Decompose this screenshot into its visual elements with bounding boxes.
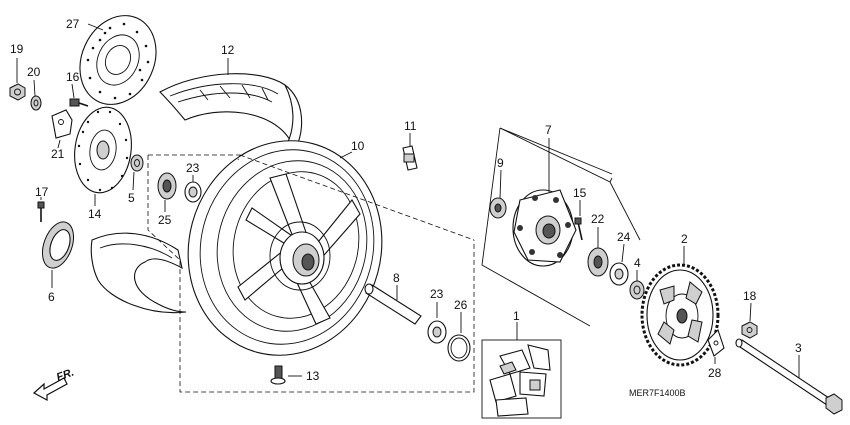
bearing-25 — [157, 172, 177, 200]
nut-18 — [741, 321, 758, 339]
hub-flange-7 — [512, 189, 577, 267]
callout-3: 3 — [795, 341, 802, 355]
tire-12 — [159, 73, 303, 151]
callout-1: 1 — [513, 309, 520, 323]
plate-21 — [51, 109, 73, 139]
callout-19: 19 — [10, 42, 24, 56]
callout-18: 18 — [743, 289, 757, 303]
spacer-4 — [629, 280, 645, 300]
nut-19 — [9, 83, 26, 101]
callout-10: 10 — [351, 139, 365, 153]
cover-6 — [41, 221, 75, 269]
damper-set-1 — [481, 339, 562, 419]
collar-11 — [402, 145, 418, 171]
direction-label: FR. — [55, 366, 76, 383]
callout-28: 28 — [708, 366, 722, 380]
bearing-22 — [587, 247, 609, 277]
plate-28 — [707, 328, 725, 357]
callout-5: 5 — [128, 191, 135, 205]
bearing-24 — [609, 262, 629, 286]
valve-13 — [270, 365, 286, 385]
stud-15 — [574, 217, 583, 241]
callout-23a: 23 — [186, 161, 200, 175]
callout-27: 27 — [66, 17, 80, 31]
callout-22: 22 — [591, 212, 605, 226]
callout-12: 12 — [221, 43, 235, 57]
callout-11: 11 — [404, 119, 417, 133]
brake-disc-14 — [74, 106, 132, 194]
callout-17: 17 — [35, 185, 49, 199]
bearing-23a — [184, 181, 202, 203]
front-direction-arrow: FR. — [32, 366, 76, 402]
callout-8: 8 — [393, 271, 400, 285]
callout-13: 13 — [306, 369, 320, 383]
bolt-17 — [37, 201, 45, 222]
diagram-code: MER7F1400B — [629, 388, 686, 398]
spacer-5 — [130, 154, 144, 172]
callout-14: 14 — [88, 207, 102, 221]
callout-2: 2 — [681, 232, 688, 246]
callout-20: 20 — [27, 65, 41, 79]
wheel-10 — [187, 140, 383, 356]
callout-16: 16 — [66, 70, 80, 84]
tire-section — [90, 232, 187, 314]
callout-15: 15 — [573, 186, 587, 200]
callout-6: 6 — [48, 290, 55, 304]
bolt-16 — [69, 98, 89, 107]
callout-7: 7 — [545, 123, 552, 137]
washer-20 — [30, 95, 42, 111]
callout-23b: 23 — [430, 287, 444, 301]
axle-3 — [735, 338, 843, 415]
callout-4: 4 — [634, 256, 641, 270]
collar-9 — [489, 197, 507, 219]
collar-8 — [364, 283, 422, 325]
callout-25: 25 — [158, 213, 172, 227]
callout-21: 21 — [51, 147, 65, 161]
callout-26: 26 — [454, 298, 468, 312]
brake-disc-27 — [79, 15, 157, 105]
callout-9: 9 — [497, 156, 504, 170]
bearing-23b — [427, 320, 447, 344]
callout-24: 24 — [617, 230, 631, 244]
sprocket-2 — [640, 263, 720, 367]
seal-26 — [447, 334, 471, 362]
